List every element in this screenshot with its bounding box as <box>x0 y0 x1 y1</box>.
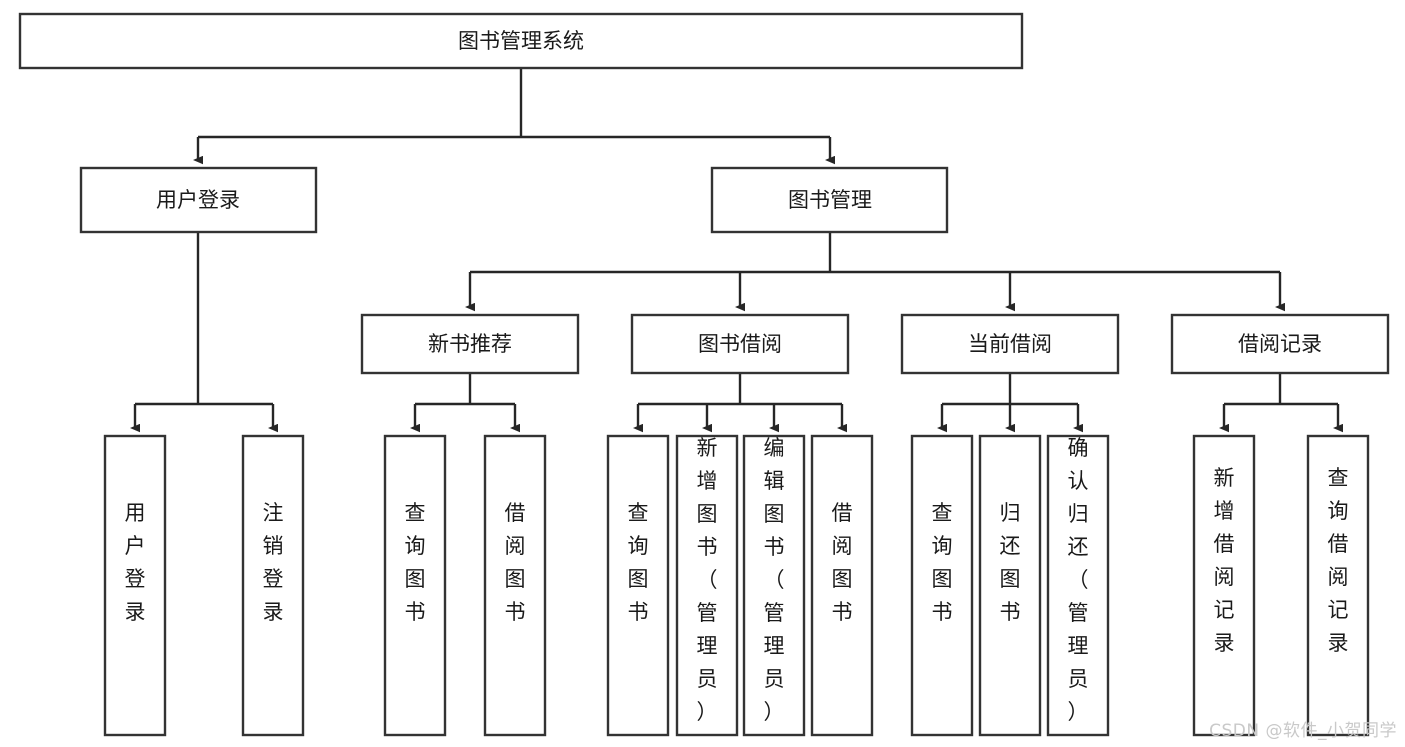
node-user-login-box[interactable] <box>79 166 318 234</box>
leaf-new-book-1[interactable]: 查询图书 <box>383 434 447 737</box>
node-new-book-recommend[interactable]: 新书推荐 <box>360 313 580 375</box>
node-borrow-record[interactable]: 借阅记录 <box>1170 313 1390 375</box>
leaf-current-borrow-2-label: 归还图书 <box>1000 501 1021 624</box>
leaf-book-borrow-2-label: 新增图书（管理员） <box>697 436 718 724</box>
leaf-current-borrow-1-label: 查询图书 <box>932 501 953 624</box>
connector-group-root <box>193 68 835 165</box>
node-book-borrow-label: 图书借阅 <box>698 332 782 356</box>
node-current-borrow[interactable]: 当前借阅 <box>900 313 1120 375</box>
leaf-new-book-2-label: 借阅图书 <box>505 501 526 624</box>
leaf-book-borrow-4[interactable]: 借阅图书 <box>810 434 874 737</box>
connector-group-user-login <box>130 232 278 433</box>
leaf-borrow-record-1-box[interactable] <box>1192 434 1256 737</box>
leaf-new-book-2-box[interactable] <box>483 434 547 737</box>
node-book-borrow-box[interactable] <box>630 313 850 375</box>
connector-group-book-borrow <box>633 373 847 433</box>
node-book-manage-box[interactable] <box>710 166 949 234</box>
leaf-user-login-1[interactable]: 用户登录 <box>103 434 167 737</box>
leaf-book-borrow-4-box[interactable] <box>810 434 874 737</box>
leaf-user-login-1-box[interactable] <box>103 434 167 737</box>
leaf-book-borrow-3-box[interactable] <box>742 434 806 737</box>
node-root-label: 图书管理系统 <box>458 29 584 53</box>
leaf-user-login-2-label: 注销登录 <box>263 501 284 624</box>
leaf-borrow-record-2-box[interactable] <box>1306 434 1370 737</box>
node-root[interactable]: 图书管理系统 <box>18 12 1024 70</box>
node-current-borrow-box[interactable] <box>900 313 1120 375</box>
leaf-user-login-2[interactable]: 注销登录 <box>241 434 305 737</box>
node-borrow-record-label: 借阅记录 <box>1238 332 1322 356</box>
leaf-book-borrow-3-label: 编辑图书（管理员） <box>764 436 785 724</box>
connector-group-borrow-record <box>1219 373 1343 433</box>
leaf-new-book-2[interactable]: 借阅图书 <box>483 434 547 737</box>
leaf-user-login-2-box[interactable] <box>241 434 305 737</box>
node-user-login[interactable]: 用户登录 <box>79 166 318 234</box>
leaf-user-login-1-label: 用户登录 <box>125 501 146 624</box>
leaf-new-book-1-label: 查询图书 <box>405 501 426 624</box>
node-root-box[interactable] <box>18 12 1024 70</box>
leaf-book-borrow-1-box[interactable] <box>606 434 670 737</box>
leaf-borrow-record-2[interactable]: 查询借阅记录 <box>1306 434 1370 737</box>
leaf-current-borrow-1-box[interactable] <box>910 434 974 737</box>
node-current-borrow-label: 当前借阅 <box>968 332 1052 356</box>
node-new-book-recommend-label: 新书推荐 <box>428 332 512 356</box>
leaf-current-borrow-3-label: 确认归还（管理员） <box>1068 436 1089 724</box>
node-book-borrow[interactable]: 图书借阅 <box>630 313 850 375</box>
node-new-book-recommend-box[interactable] <box>360 313 580 375</box>
leaf-book-borrow-2-box[interactable] <box>675 434 739 737</box>
leaf-book-borrow-2[interactable]: 新增图书（管理员） <box>675 434 739 737</box>
leaf-current-borrow-2[interactable]: 归还图书 <box>978 434 1042 737</box>
node-user-login-label: 用户登录 <box>156 188 240 212</box>
connector-group-current-borrow <box>937 373 1083 433</box>
node-book-manage-label: 图书管理 <box>788 188 872 212</box>
connector-group-new-book <box>410 373 520 433</box>
leaf-book-borrow-1[interactable]: 查询图书 <box>606 434 670 737</box>
leaf-current-borrow-3[interactable]: 确认归还（管理员） <box>1046 434 1110 737</box>
leaf-current-borrow-3-box[interactable] <box>1046 434 1110 737</box>
leaf-book-borrow-4-label: 借阅图书 <box>832 501 853 624</box>
leaf-book-borrow-1-label: 查询图书 <box>628 501 649 624</box>
connector-group-book-manage <box>465 232 1285 312</box>
leaf-borrow-record-1[interactable]: 新增借阅记录 <box>1192 434 1256 737</box>
leaf-current-borrow-1[interactable]: 查询图书 <box>910 434 974 737</box>
node-borrow-record-box[interactable] <box>1170 313 1390 375</box>
leaf-new-book-1-box[interactable] <box>383 434 447 737</box>
node-book-manage[interactable]: 图书管理 <box>710 166 949 234</box>
leaf-borrow-record-2-label: 查询借阅记录 <box>1328 466 1349 655</box>
leaf-book-borrow-3[interactable]: 编辑图书（管理员） <box>742 434 806 737</box>
leaf-borrow-record-1-label: 新增借阅记录 <box>1214 466 1235 655</box>
leaf-current-borrow-2-box[interactable] <box>978 434 1042 737</box>
